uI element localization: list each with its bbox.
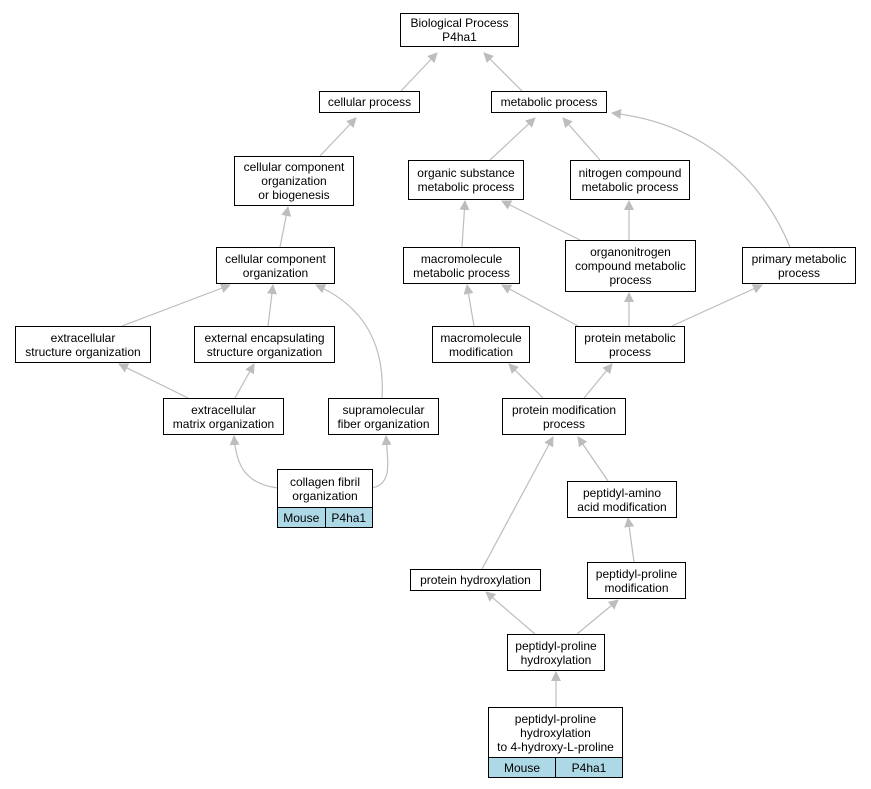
annotation-species: Mouse	[489, 758, 555, 777]
edge-ccorg-to-ccob	[279, 206, 292, 248]
node-organic-substance-metabolic-process[interactable]: organic substance metabolic process	[408, 160, 524, 200]
annotation-gene: P4ha1	[324, 508, 372, 527]
node-protein-modification-process[interactable]: protein modification process	[502, 398, 626, 435]
node-protein-metabolic-process[interactable]: protein metabolic process	[575, 326, 685, 363]
edge-metabolic-to-root	[483, 52, 523, 92]
edge-proteinmod-to-proteinmet	[583, 363, 613, 399]
node-organonitrogen-compound-metabolic-process[interactable]: organonitrogen compound metabolic proces…	[565, 240, 696, 292]
edge-supra-to-ccorg	[315, 284, 383, 399]
node-extracellular-structure-organization[interactable]: extracellular structure organization	[15, 326, 151, 363]
annotation-collagen-fibril-organization: Mouse P4ha1	[277, 507, 373, 528]
edge-organo-to-organic	[501, 200, 581, 241]
node-peptidyl-amino-acid-modification[interactable]: peptidyl-amino acid modification	[567, 481, 677, 518]
node-cellular-process[interactable]: cellular process	[319, 91, 420, 113]
annotation-peptidyl-proline-hydroxylation-to-4-hydroxy-l-proline: Mouse P4ha1	[488, 757, 623, 778]
annotation-species: Mouse	[278, 508, 325, 527]
edge-prolinemod-to-aminoacid	[624, 517, 635, 563]
edge-nitrogen-to-metabolic	[562, 117, 601, 161]
node-protein-hydroxylation[interactable]: protein hydroxylation	[410, 569, 541, 591]
node-peptidyl-proline-hydroxylation[interactable]: peptidyl-proline hydroxylation	[507, 634, 605, 671]
edge-collagen-to-supra	[371, 435, 392, 489]
node-biological-process-root[interactable]: Biological Process P4ha1	[400, 13, 519, 47]
edge-cellular-to-root	[400, 52, 438, 92]
edge-proteinhydrox-to-proteinmod	[481, 436, 554, 570]
edge-aminoacid-to-proteinmod	[577, 436, 609, 482]
edge-proteinmod-to-macromod	[508, 363, 544, 399]
node-peptidyl-proline-modification[interactable]: peptidyl-proline modification	[587, 562, 686, 599]
annotation-gene: P4ha1	[555, 758, 622, 777]
node-peptidyl-proline-hydroxylation-to-4-hydroxy-l-proline[interactable]: peptidyl-proline hydroxylation to 4-hydr…	[488, 707, 623, 758]
edge-macromod-to-macromet	[463, 284, 475, 327]
edge-extstruct-to-ccorg	[121, 283, 231, 327]
edge-prolinehydrox-to-proteinhydrox	[485, 591, 536, 635]
edge-extencaps-to-ccorg	[266, 284, 277, 327]
edge-ccob-to-cellular	[319, 117, 357, 157]
node-primary-metabolic-process[interactable]: primary metabolic process	[742, 247, 856, 284]
node-metabolic-process[interactable]: metabolic process	[491, 91, 607, 113]
node-macromolecule-modification[interactable]: macromolecule modification	[432, 326, 530, 363]
edge-macro-to-organic	[459, 200, 470, 248]
edge-collagen-to-ecm	[229, 435, 279, 489]
node-cellular-component-organization[interactable]: cellular component organization	[216, 247, 335, 284]
node-collagen-fibril-organization[interactable]: collagen fibril organization	[277, 469, 373, 508]
node-cellular-component-organization-or-biogenesis[interactable]: cellular component organization or bioge…	[234, 156, 354, 206]
edge-organic-to-metabolic	[489, 117, 536, 161]
node-extracellular-matrix-organization[interactable]: extracellular matrix organization	[163, 398, 284, 435]
edge-ecm-to-extstruct	[118, 363, 189, 399]
edge-proteinmet-to-macromet	[501, 284, 579, 327]
node-macromolecule-metabolic-process[interactable]: macromolecule metabolic process	[403, 247, 520, 284]
edge-prolinehydrox-to-prolinemod	[576, 599, 619, 635]
node-nitrogen-compound-metabolic-process[interactable]: nitrogen compound metabolic process	[570, 160, 690, 200]
edge-proteinmet-to-primary	[671, 284, 763, 327]
node-supramolecular-fiber-organization[interactable]: supramolecular fiber organization	[328, 398, 439, 435]
node-external-encapsulating-structure-organization[interactable]: external encapsulating structure organiz…	[194, 326, 335, 363]
edge-primary-to-metabolic	[611, 109, 791, 248]
edge-ecm-to-extencaps	[234, 363, 255, 399]
